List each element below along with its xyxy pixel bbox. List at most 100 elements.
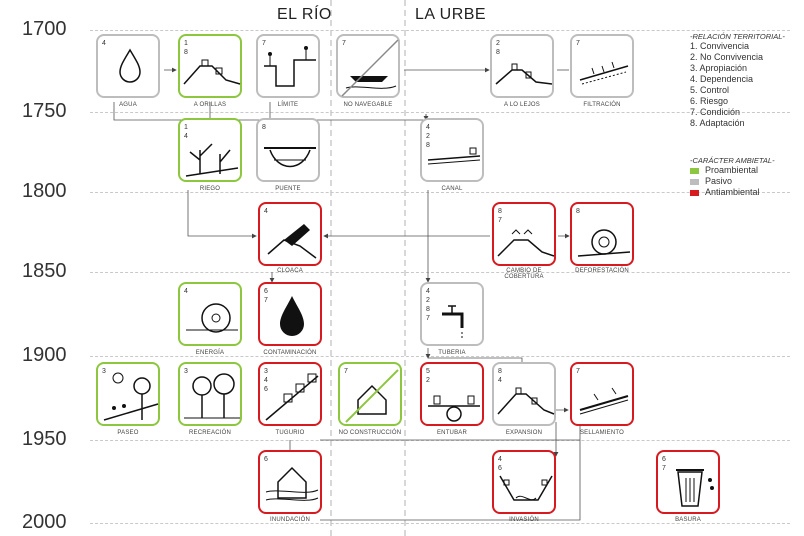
card-limite: 7 [256,34,320,98]
card-entubar: 5 2 [420,362,484,426]
card-label: ENTUBAR [436,430,468,436]
trash-can-icon [676,469,714,507]
legend-caracter-label: Proambiental [705,165,759,175]
column-title-urbe: LA URBE [415,6,487,23]
legend-caracter-label: Antiambiental [705,187,760,197]
card-expansion: 8 4 [492,362,556,426]
year-label: 1900 [22,344,67,366]
card-cobertura: 8 7 [492,202,556,266]
walk-people-icon [103,372,159,421]
park-trees-icon [184,373,240,419]
crossed-boat-icon [341,39,399,97]
invasion-valley-icon [499,475,553,501]
legend-relacion-item: 4. Dependencia [690,74,754,84]
card-label: PUENTE [275,186,301,192]
card-relation-numbers: 3 [102,368,106,375]
card-relation-numbers: 7 [262,40,266,47]
card-relation-numbers: 4 [102,40,106,47]
card-label: LÍMITE [277,102,299,108]
card-relation-numbers: 8 4 [498,368,502,384]
timeline-gridline [90,356,790,357]
card-label: BASURA [675,517,701,523]
card-relation-numbers: 6 7 [264,288,268,304]
slum-slope-icon [265,373,319,421]
card-label: AGUA [119,102,137,108]
legend-caracter-item: Proambiental [690,165,775,176]
riverbank-houses-icon [183,59,241,85]
card-label: CAMBIO DE COBERTURA [504,268,544,280]
card-relation-numbers: 7 [342,40,346,47]
card-filtracion: 7 [570,34,634,98]
card-relation-numbers: 3 [184,368,188,375]
card-contaminacion: 6 7 [258,282,322,346]
timeline-gridline [90,440,790,441]
faucet-icon [442,305,464,338]
card-label: NO CONSTRUCCIÓN [338,430,402,436]
card-orillas: 1 8 [178,34,242,98]
year-label: 1700 [22,18,67,40]
card-relation-numbers: 6 7 [662,456,666,472]
timeline-gridline [90,523,790,524]
legend-caracter: -CARÁCTER AMBIETAL- Proambiental Pasivo … [690,156,775,198]
card-relation-numbers: 7 [344,368,348,375]
card-tuberia: 4 2 8 7 [420,282,484,346]
filtration-icon [579,61,629,85]
legend-swatch-red [690,189,699,196]
soil-sealing-icon [579,387,629,415]
water-drop-icon [119,48,141,83]
legend-relacion-item: 6. Riesgo [690,96,729,106]
legend-swatch-green [690,167,699,174]
irrigation-plant-icon [185,143,239,177]
card-label: A LO LEJOS [503,102,541,108]
land-cover-change-icon [497,229,555,257]
legend-relacion-item: 3. Apropiación [690,63,748,73]
card-relation-numbers: 8 [576,208,580,215]
card-label: CANAL [441,186,463,192]
card-label: TUGURIO [275,430,305,436]
water-wheel-icon [186,303,238,333]
river-right-divider [404,0,406,536]
card-label: EXPANSION [505,430,543,436]
legend-relacion-item: 7. Condición [690,107,741,117]
card-noconstruccion: 7 [338,362,402,426]
timeline-gridline [90,112,790,113]
card-label: CLOACA [277,268,303,274]
card-relation-numbers: 6 [264,456,268,463]
year-label: 2000 [22,511,67,533]
card-label: INVASIÓN [509,517,539,523]
card-relation-numbers: 4 [184,288,188,295]
card-label: DEFORESTACIÓN [575,268,629,274]
card-relation-numbers: 8 [262,124,266,131]
card-invasion: 4 6 [492,450,556,514]
card-label: SELLAMIENTO [579,430,625,436]
year-label: 1750 [22,100,67,122]
legend-caracter-item: Antiambiental [690,187,775,198]
card-agua: 4 [96,34,160,98]
card-sellamiento: 7 [570,362,634,426]
card-inundacion: 6 [258,450,322,514]
polluted-drop-icon [280,296,304,336]
card-label: CONTAMINACIÓN [263,350,317,356]
card-relation-numbers: 5 2 [426,368,430,384]
year-label: 1950 [22,428,67,450]
card-riego: 1 4 [178,118,242,182]
legend-relacion-item: 5. Control [690,85,730,95]
card-recreacion: 3 [178,362,242,426]
urban-expansion-icon [497,387,555,415]
card-relation-numbers: 4 2 8 [426,124,430,149]
legend-relacion-item: 2. No Convivencia [690,52,764,62]
card-lejos: 2 8 [490,34,554,98]
column-title-rio: EL RÍO [277,6,332,23]
card-relation-numbers: 7 [576,40,580,47]
card-relation-numbers: 2 8 [496,40,500,56]
card-label: RIEGO [199,186,221,192]
card-relation-numbers: 1 4 [184,124,188,140]
pipe-river-icon [428,395,480,422]
legend-relacion-item: 8. Adaptación [690,118,745,128]
legend-caracter-label: Pasivo [705,176,733,186]
deforestation-log-icon [577,229,631,257]
card-paseo: 3 [96,362,160,426]
card-tugurio: 3 4 6 [258,362,322,426]
year-label: 1800 [22,180,67,202]
river-left-divider [330,0,332,536]
